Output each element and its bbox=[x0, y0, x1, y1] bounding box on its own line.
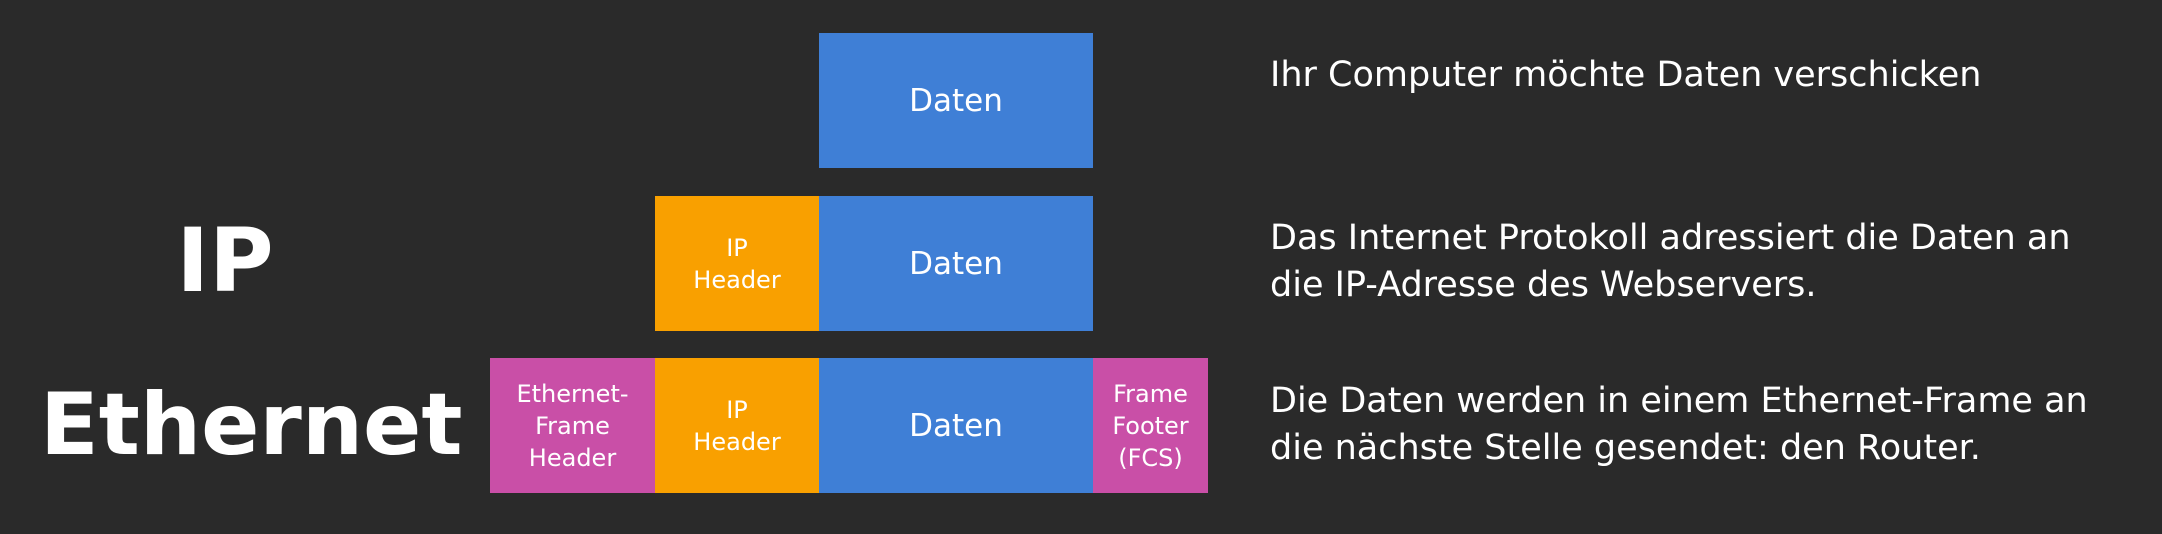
layer-label-ethernet: Ethernet bbox=[40, 375, 463, 475]
row3-data-block: Daten bbox=[819, 358, 1093, 493]
row1-data-block: Daten bbox=[819, 33, 1093, 168]
row2-ip-header-block: IP Header bbox=[655, 196, 819, 331]
row1-description: Ihr Computer möchte Daten verschicken bbox=[1270, 55, 1982, 95]
row3-ip-header-block: IP Header bbox=[655, 358, 819, 493]
row3-frame-footer-block: Frame Footer (FCS) bbox=[1093, 358, 1208, 493]
row2-data-block: Daten bbox=[819, 196, 1093, 331]
row2-description: Das Internet Protokoll adressiert die Da… bbox=[1270, 218, 2071, 305]
layer-label-ip: IP bbox=[176, 209, 274, 312]
row3-ethernet-header-block: Ethernet- Frame Header bbox=[490, 358, 655, 493]
row3-description: Die Daten werden in einem Ethernet-Frame… bbox=[1270, 381, 2088, 468]
